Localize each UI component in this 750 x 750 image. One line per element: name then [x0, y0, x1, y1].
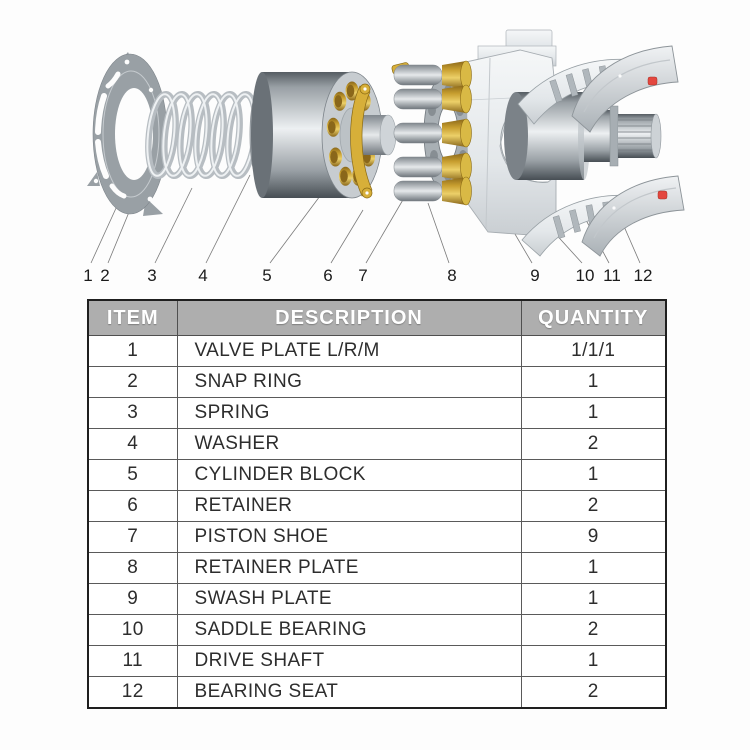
- cell-quantity: 2: [520, 428, 667, 460]
- table-row: 6 RETAINER 2: [87, 490, 667, 522]
- callout-1: 1: [83, 266, 92, 285]
- cell-description: BEARING SEAT: [176, 676, 522, 709]
- table-row: 12 BEARING SEAT 2: [87, 676, 667, 709]
- callout-11: 11: [603, 266, 621, 285]
- part-piston-shoes: [393, 60, 472, 206]
- table-header-row: ITEM DESCRIPTION QUANTITY: [87, 299, 667, 336]
- cell-quantity: 2: [520, 490, 667, 522]
- callout-3: 3: [147, 266, 156, 285]
- callout-2: 2: [100, 266, 109, 285]
- cell-quantity: 9: [520, 521, 667, 553]
- pump-diagram-svg: 1 2 3 4 5 6 7 8 9 10 11 12: [83, 29, 685, 285]
- cell-quantity: 1: [520, 397, 667, 429]
- table-row: 8 RETAINER PLATE 1: [87, 552, 667, 584]
- cell-description: VALVE PLATE L/R/M: [176, 335, 522, 367]
- cell-quantity: 2: [520, 614, 667, 646]
- table-row: 7 PISTON SHOE 9: [87, 521, 667, 553]
- cell-description: SPRING: [176, 397, 522, 429]
- gold-shoes: [442, 60, 472, 206]
- table-row: 1 VALVE PLATE L/R/M 1/1/1: [87, 335, 667, 367]
- cell-description: SADDLE BEARING: [176, 614, 522, 646]
- cell-item: 1: [87, 335, 178, 367]
- exploded-diagram: 1 2 3 4 5 6 7 8 9 10 11 12: [0, 0, 750, 296]
- cell-description: CYLINDER BLOCK: [176, 459, 522, 491]
- callout-numbers: 1 2 3 4 5 6 7 8 9 10 11 12: [83, 266, 652, 285]
- piston-bodies: [393, 64, 443, 202]
- cell-description: SWASH PLATE: [176, 583, 522, 615]
- callout-6: 6: [323, 266, 332, 285]
- parts-table: ITEM DESCRIPTION QUANTITY 1 VALVE PLATE …: [87, 299, 667, 709]
- callout-10: 10: [576, 266, 595, 285]
- callout-4: 4: [198, 266, 207, 285]
- cell-item: 7: [87, 521, 178, 553]
- cell-item: 8: [87, 552, 178, 584]
- cell-quantity: 1/1/1: [520, 335, 667, 367]
- header-quantity: QUANTITY: [520, 299, 667, 336]
- cell-item: 4: [87, 428, 178, 460]
- header-item: ITEM: [87, 299, 178, 336]
- cell-item: 10: [87, 614, 178, 646]
- table-row: 2 SNAP RING 1: [87, 366, 667, 398]
- table-row: 11 DRIVE SHAFT 1: [87, 645, 667, 677]
- header-description: DESCRIPTION: [176, 299, 522, 336]
- cell-item: 2: [87, 366, 178, 398]
- cell-description: PISTON SHOE: [176, 521, 522, 553]
- part-bearing-seats: [571, 45, 685, 257]
- cell-item: 3: [87, 397, 178, 429]
- leader-lines: [90, 174, 641, 264]
- cell-quantity: 2: [520, 676, 667, 709]
- cell-quantity: 1: [520, 583, 667, 615]
- callout-8: 8: [447, 266, 456, 285]
- table-row: 4 WASHER 2: [87, 428, 667, 460]
- part-cylinder-block: [251, 71, 397, 199]
- table-row: 9 SWASH PLATE 1: [87, 583, 667, 615]
- cell-item: 11: [87, 645, 178, 677]
- cell-description: DRIVE SHAFT: [176, 645, 522, 677]
- callout-7: 7: [358, 266, 367, 285]
- red-tab-top: [647, 76, 658, 86]
- red-tab-bottom: [657, 190, 668, 200]
- table-row: 3 SPRING 1: [87, 397, 667, 429]
- table-row: 10 SADDLE BEARING 2: [87, 614, 667, 646]
- table-row: 5 CYLINDER BLOCK 1: [87, 459, 667, 491]
- callout-12: 12: [634, 266, 653, 285]
- cell-item: 12: [87, 676, 178, 709]
- cell-quantity: 1: [520, 645, 667, 677]
- callout-5: 5: [262, 266, 271, 285]
- part-valve-plate: [87, 52, 168, 216]
- cell-item: 5: [87, 459, 178, 491]
- cell-description: SNAP RING: [176, 366, 522, 398]
- cell-quantity: 1: [520, 552, 667, 584]
- cell-description: RETAINER: [176, 490, 522, 522]
- cell-description: WASHER: [176, 428, 522, 460]
- cell-description: RETAINER PLATE: [176, 552, 522, 584]
- cell-item: 9: [87, 583, 178, 615]
- cell-quantity: 1: [520, 459, 667, 491]
- cell-quantity: 1: [520, 366, 667, 398]
- cell-item: 6: [87, 490, 178, 522]
- callout-9: 9: [530, 266, 539, 285]
